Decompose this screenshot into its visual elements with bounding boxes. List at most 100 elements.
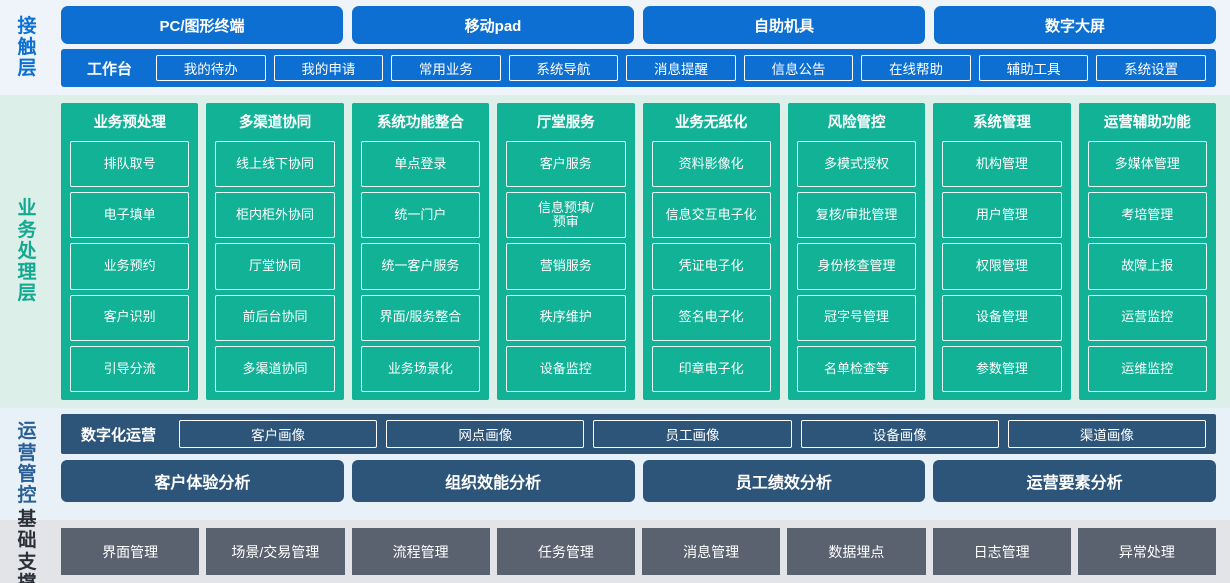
business-item[interactable]: 用户管理: [942, 192, 1062, 239]
business-item-label: 前后台协同: [242, 309, 308, 325]
business-item[interactable]: 运维监控: [1087, 345, 1207, 393]
contact-layer-body: PC/图形终端 移动pad 自助机具 数字大屏 工作台 我的待办 我的申请 常用…: [55, 0, 1230, 95]
business-item[interactable]: 前后台协同: [215, 294, 335, 341]
foundation-row: 界面管理 场景/交易管理 流程管理 任务管理 消息管理 数据埋点 日志管理 异常…: [61, 528, 1216, 575]
business-item[interactable]: 统一门户: [360, 192, 481, 239]
business-item[interactable]: 签名电子化: [651, 294, 771, 341]
analysis-item-label: 客户体验分析: [154, 475, 251, 492]
business-item[interactable]: 多媒体管理: [1087, 141, 1207, 188]
business-item-label: 资料影像化: [678, 155, 744, 171]
workbench-item[interactable]: 消息提醒: [626, 55, 736, 81]
business-item[interactable]: 电子填单: [70, 192, 190, 239]
foundation-item[interactable]: 数据埋点: [787, 528, 926, 575]
portrait-item[interactable]: 网点画像: [386, 420, 585, 448]
business-item[interactable]: 统一客户服务: [360, 243, 481, 290]
workbench-item[interactable]: 我的待办: [156, 55, 266, 81]
business-item[interactable]: 厅堂协同: [215, 243, 335, 290]
business-item[interactable]: 身份核查管理: [796, 243, 917, 290]
business-column: 系统管理 机构管理 用户管理 权限管理 设备管理 参数管理: [933, 103, 1071, 400]
foundation-item[interactable]: 日志管理: [932, 528, 1071, 575]
business-item-label: 设备管理: [975, 309, 1028, 325]
business-column: 运营辅助功能 多媒体管理 考培管理 故障上报 运营监控 运维监控: [1078, 103, 1216, 400]
digital-operations-title: 数字化运营: [81, 426, 157, 444]
foundation-layer-body: 界面管理 场景/交易管理 流程管理 任务管理 消息管理 数据埋点 日志管理 异常…: [55, 520, 1230, 583]
business-item[interactable]: 名单检查等: [796, 345, 917, 393]
contact-layer-label-text: 接触层: [17, 15, 38, 80]
business-item[interactable]: 业务预约: [70, 243, 190, 290]
terminal-chip-label: 移动pad: [464, 17, 522, 35]
portrait-item-label: 员工画像: [665, 428, 720, 443]
business-item-label: 线上线下协同: [236, 155, 315, 171]
business-item[interactable]: 营销服务: [506, 243, 626, 290]
foundation-item-label: 任务管理: [537, 543, 594, 560]
foundation-item[interactable]: 异常处理: [1077, 528, 1216, 575]
business-item-label: 单点登录: [394, 155, 447, 171]
business-item[interactable]: 资料影像化: [651, 141, 771, 188]
portrait-item[interactable]: 渠道画像: [1007, 420, 1207, 448]
foundation-item-label: 数据埋点: [828, 543, 885, 560]
business-item[interactable]: 故障上报: [1087, 243, 1207, 290]
analysis-row: 客户体验分析 组织效能分析 员工绩效分析 运营要素分析: [61, 460, 1216, 502]
business-item[interactable]: 凭证电子化: [651, 243, 771, 290]
workbench-item[interactable]: 系统导航: [508, 55, 619, 81]
workbench-item-label: 信息公告: [771, 62, 826, 77]
business-item[interactable]: 秩序维护: [506, 294, 626, 341]
business-item[interactable]: 多渠道协同: [215, 345, 335, 393]
workbench-item[interactable]: 信息公告: [743, 55, 854, 81]
analysis-item-label: 组织效能分析: [445, 475, 542, 492]
analysis-item[interactable]: 客户体验分析: [61, 460, 344, 502]
terminal-chip[interactable]: 移动pad: [352, 6, 634, 44]
business-item[interactable]: 业务场景化: [360, 345, 481, 393]
business-item[interactable]: 运营监控: [1087, 294, 1207, 341]
contact-layer-label: 接触层: [0, 0, 55, 95]
analysis-item[interactable]: 组织效能分析: [351, 460, 635, 502]
business-item-label: 秩序维护: [539, 309, 592, 325]
foundation-item[interactable]: 流程管理: [351, 528, 490, 575]
foundation-item[interactable]: 消息管理: [642, 528, 781, 575]
business-item[interactable]: 排队取号: [70, 141, 190, 188]
business-item[interactable]: 考培管理: [1087, 192, 1207, 239]
business-item[interactable]: 客户服务: [506, 141, 626, 188]
business-item[interactable]: 多模式授权: [796, 141, 917, 188]
terminal-chip[interactable]: PC/图形终端: [61, 6, 343, 44]
business-item[interactable]: 信息预填/ 预审: [506, 192, 626, 239]
business-item[interactable]: 引导分流: [70, 345, 190, 393]
workbench-item[interactable]: 在线帮助: [861, 55, 971, 81]
foundation-item[interactable]: 界面管理: [61, 528, 200, 575]
workbench-item[interactable]: 系统设置: [1096, 55, 1206, 81]
business-item[interactable]: 柜内柜外协同: [215, 192, 335, 239]
foundation-item[interactable]: 场景/交易管理: [206, 528, 345, 575]
workbench-item[interactable]: 常用业务: [391, 55, 501, 81]
analysis-item[interactable]: 员工绩效分析: [642, 460, 926, 502]
business-item-label: 身份核查管理: [817, 258, 896, 274]
digital-operations-bar: 数字化运营 客户画像 网点画像 员工画像 设备画像 渠道画像: [61, 414, 1216, 454]
business-item[interactable]: 设备管理: [942, 294, 1062, 341]
terminal-chip[interactable]: 数字大屏: [934, 6, 1216, 44]
business-item-label: 机构管理: [975, 155, 1028, 171]
business-item[interactable]: 冠字号管理: [796, 294, 917, 341]
business-item[interactable]: 线上线下协同: [215, 141, 335, 188]
business-item[interactable]: 信息交互电子化: [651, 192, 771, 239]
business-item[interactable]: 印章电子化: [651, 345, 771, 393]
business-item[interactable]: 界面/服务整合: [360, 294, 481, 341]
workbench-item[interactable]: 我的申请: [273, 55, 384, 81]
business-item[interactable]: 参数管理: [942, 345, 1062, 393]
business-item[interactable]: 权限管理: [942, 243, 1062, 290]
analysis-item[interactable]: 运营要素分析: [933, 460, 1216, 502]
workbench-item[interactable]: 辅助工具: [978, 55, 1089, 81]
terminal-chip[interactable]: 自助机具: [643, 6, 925, 44]
business-item[interactable]: 设备监控: [506, 345, 626, 393]
business-item[interactable]: 复核/审批管理: [796, 192, 917, 239]
portrait-item[interactable]: 设备画像: [800, 420, 999, 448]
portrait-item[interactable]: 员工画像: [593, 420, 792, 448]
foundation-item-label: 界面管理: [102, 543, 159, 560]
foundation-item[interactable]: 任务管理: [496, 528, 635, 575]
portrait-item[interactable]: 客户画像: [179, 420, 378, 448]
operations-layer-label: 运营管控: [0, 408, 55, 520]
workbench-item-label: 我的申请: [301, 62, 356, 77]
analysis-item-label: 员工绩效分析: [735, 475, 832, 492]
business-item[interactable]: 机构管理: [942, 141, 1062, 188]
business-item[interactable]: 单点登录: [360, 141, 481, 188]
business-item[interactable]: 客户识别: [70, 294, 190, 341]
business-column: 多渠道协同 线上线下协同 柜内柜外协同 厅堂协同 前后台协同 多渠道协同: [206, 103, 344, 400]
